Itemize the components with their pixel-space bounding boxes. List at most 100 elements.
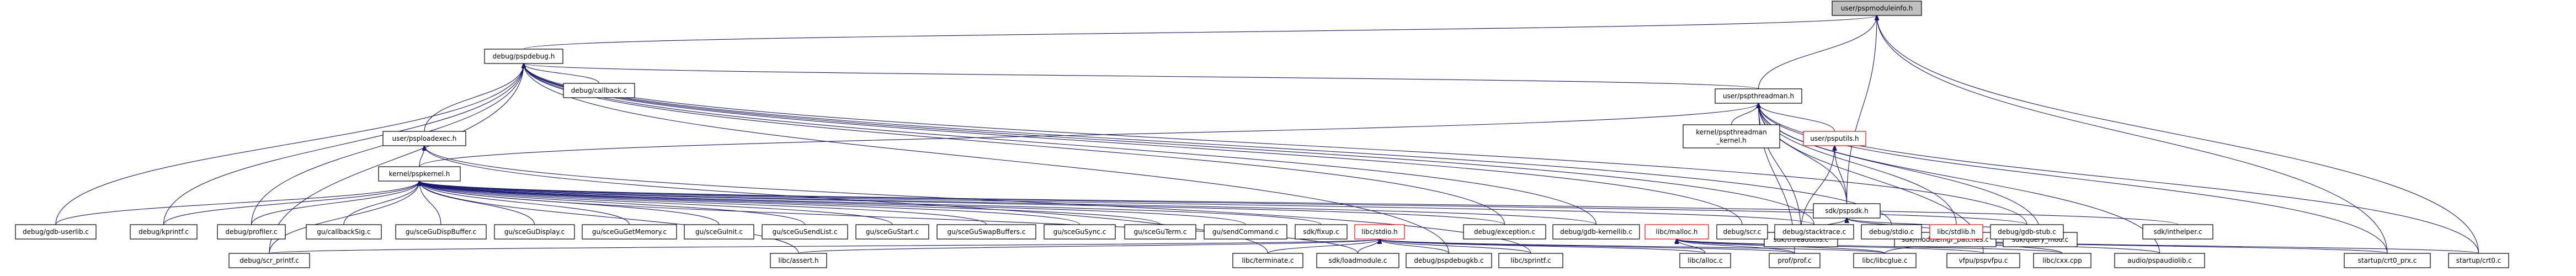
node-label: audio/pspaudiolib.c [2127, 257, 2192, 264]
node-box [1498, 253, 1563, 268]
node-profiler[interactable]: debug/profiler.c [217, 224, 286, 240]
node-exception[interactable]: debug/exception.c [1463, 224, 1546, 240]
node-threadman_kernel[interactable]: kernel/pspthreadman_kernel.h [1683, 124, 1780, 148]
edge-gdb_stub-to-pspkernel [419, 181, 2027, 225]
node-box [484, 49, 563, 64]
node-label: sdk/loadmodule.c [1329, 257, 1387, 264]
edge-stacktrace-to-pspkernel [419, 181, 1815, 225]
node-pspaudiolib[interactable]: audio/pspaudiolib.c [2114, 253, 2205, 268]
node-scr[interactable]: debug/scr.c [1716, 224, 1768, 240]
node-label: debug/gdb-userlib.c [23, 228, 89, 236]
edge-threadman-to-debug [524, 63, 1759, 89]
node-box [494, 224, 575, 240]
node-sendlist[interactable]: gu/sceGuSendList.c [762, 224, 848, 240]
node-box [2142, 224, 2213, 240]
node-alloc[interactable]: libc/alloc.c [1679, 253, 1731, 268]
node-label: vfpu/pspvfpu.c [1958, 257, 2008, 264]
node-sprintf[interactable]: libc/sprintf.c [1498, 253, 1563, 268]
node-guinit[interactable]: gu/sceGuInit.c [684, 224, 754, 240]
node-psputils_h[interactable]: user/psputils.h [1803, 131, 1866, 146]
edge-debug-to-root [523, 15, 1877, 50]
edge-profiler-to-pspkernel [251, 181, 420, 225]
node-psploadexec[interactable]: user/psploadexec.h [382, 131, 466, 146]
node-label: debug/scr_printf.c [239, 257, 299, 264]
node-label: kernel/pspkernel.h [389, 170, 450, 178]
node-cxx[interactable]: libc/cxx.cpp [2033, 253, 2091, 268]
node-debug[interactable]: debug/pspdebug.h [484, 49, 563, 64]
node-box [1354, 224, 1405, 240]
node-box [1929, 224, 1983, 240]
node-swapbuffers[interactable]: gu/sceGuSwapBuffers.c [936, 224, 1036, 240]
node-pspkernel[interactable]: kernel/pspkernel.h [378, 166, 461, 182]
node-label: gu/sceGuStart.c [866, 228, 919, 236]
node-box [1832, 1, 1922, 16]
node-label: debug/stacktrace.c [1782, 228, 1846, 236]
node-gdb_stub[interactable]: debug/gdb-stub.c [1990, 224, 2064, 240]
node-threadman[interactable]: user/pspthreadman.h [1715, 88, 1802, 104]
node-kprintf[interactable]: debug/kprintf.c [130, 224, 198, 240]
node-pspvfpu[interactable]: vfpu/pspvfpu.c [1946, 253, 2020, 268]
edge-prof-to-malloc [1677, 239, 1795, 254]
edge-assert-to-stdio [798, 239, 1380, 254]
node-getmemory[interactable]: gu/sceGuGetMemory.c [582, 224, 677, 240]
node-label: startup/crt0_prx.c [2358, 257, 2417, 264]
node-box [762, 224, 848, 240]
node-box [1716, 224, 1768, 240]
node-gusync[interactable]: gu/sceGuSync.c [1044, 224, 1116, 240]
edge-pspdebugkb-to-debug [524, 63, 1450, 254]
node-label: gu/sceGuSync.c [1053, 228, 1106, 236]
edge-query_mod-to-threadman [1759, 103, 2041, 233]
node-stdio[interactable]: libc/stdio.h [1354, 224, 1405, 240]
node-gdb_kernellib[interactable]: debug/gdb-kernellib.c [1552, 224, 1640, 240]
node-scr_printf[interactable]: debug/scr_printf.c [228, 253, 310, 268]
node-stdlib[interactable]: libc/stdlib.h [1929, 224, 1983, 240]
node-loadmodule[interactable]: sdk/loadmodule.c [1316, 253, 1399, 268]
node-fixup[interactable]: sdk/fixup.c [1295, 224, 1348, 240]
node-label: sdk/inthelper.c [2153, 228, 2202, 236]
node-label: debug/profiler.c [225, 228, 277, 236]
node-sendcommand[interactable]: gu/sendCommand.c [1204, 224, 1287, 240]
node-label: prof/prof.c [1777, 257, 1811, 264]
node-prof[interactable]: prof/prof.c [1769, 253, 1821, 268]
node-stacktrace[interactable]: debug/stacktrace.c [1774, 224, 1854, 240]
node-label: gu/sceGuInit.c [695, 228, 743, 236]
node-guterm[interactable]: gu/sceGuTerm.c [1124, 224, 1196, 240]
node-label: user/pspthreadman.h [1723, 92, 1794, 100]
node-label: debug/gdb-stub.c [1998, 228, 2056, 236]
node-libcglue[interactable]: libc/libcglue.c [1853, 253, 1917, 268]
edge-alloc-to-stdio [1380, 239, 1706, 254]
node-crt0_prx[interactable]: startup/crt0_prx.c [2344, 253, 2431, 268]
node-dispbuffer[interactable]: gu/sceGuDispBuffer.c [395, 224, 487, 240]
node-box [1679, 253, 1731, 268]
edge-psputils_h-to-threadman [1759, 103, 1835, 132]
node-label: debug/pspdebugkb.c [1414, 257, 1483, 264]
node-callback[interactable]: debug/callback.c [563, 83, 635, 98]
node-malloc[interactable]: libc/malloc.h [1644, 224, 1709, 240]
node-label: gu/sceGuSendList.c [772, 228, 837, 236]
edge-gusync-to-pspkernel [419, 181, 1081, 225]
node-gustart[interactable]: gu/sceGuStart.c [855, 224, 929, 240]
edge-scr_printf-to-debug [269, 63, 524, 254]
node-box [1683, 124, 1780, 148]
node-label: gu/sendCommand.c [1212, 228, 1279, 236]
edge-sprintf-to-stdio [1380, 239, 1531, 254]
edge-cxx-to-malloc [1677, 239, 2063, 254]
node-box [217, 224, 286, 240]
node-callbacksig[interactable]: gu/callbackSig.c [306, 224, 382, 240]
node-assert[interactable]: libc/assert.h [770, 253, 827, 268]
node-gdb_userlib[interactable]: debug/gdb-userlib.c [15, 224, 97, 240]
node-terminate[interactable]: libc/terminate.c [1232, 253, 1303, 268]
node-label: libc/stdlib.h [1937, 228, 1975, 236]
node-display[interactable]: gu/sceGuDisplay.c [494, 224, 575, 240]
node-pspdebugkb[interactable]: debug/pspdebugkb.c [1406, 253, 1492, 268]
node-label: startup/crt0.c [2456, 257, 2502, 264]
node-pspsdk[interactable]: sdk/pspsdk.h [1813, 203, 1881, 219]
edge-kprintf-to-pspkernel [163, 181, 420, 225]
node-box [1803, 131, 1866, 146]
node-box [15, 224, 97, 240]
node-stdio_c[interactable]: debug/stdio.c [1861, 224, 1922, 240]
node-root[interactable]: user/pspmoduleinfo.h [1832, 1, 1922, 16]
node-inthelper[interactable]: sdk/inthelper.c [2142, 224, 2213, 240]
node-label: libc/stdio.h [1361, 228, 1397, 236]
node-crt0[interactable]: startup/crt0.c [2448, 253, 2509, 268]
